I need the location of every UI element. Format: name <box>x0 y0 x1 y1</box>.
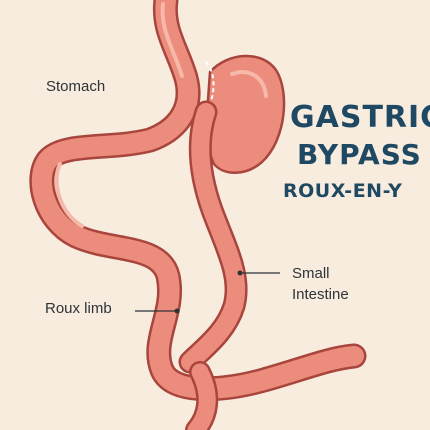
roux-limb-highlight <box>54 2 184 228</box>
small-intestine-leader-dot <box>237 270 243 276</box>
small-intestine-label-line2: Intestine <box>292 286 349 303</box>
title-line-2: BYPASS <box>297 138 422 171</box>
staple-line <box>205 61 215 113</box>
title-line-1: GASTRIC <box>290 100 430 135</box>
small-intestine-fill <box>181 103 246 371</box>
remnant-stomach-highlight <box>230 70 268 98</box>
stomach-label: Stomach <box>46 78 106 95</box>
title-line-3: ROUX-EN-Y <box>283 180 403 202</box>
roux-limb-label: Roux limb <box>45 300 112 317</box>
roux-limb-leader-dot <box>174 308 180 314</box>
distal-intestine-fill <box>187 363 216 430</box>
small-intestine-label-line1: Small <box>292 265 330 282</box>
